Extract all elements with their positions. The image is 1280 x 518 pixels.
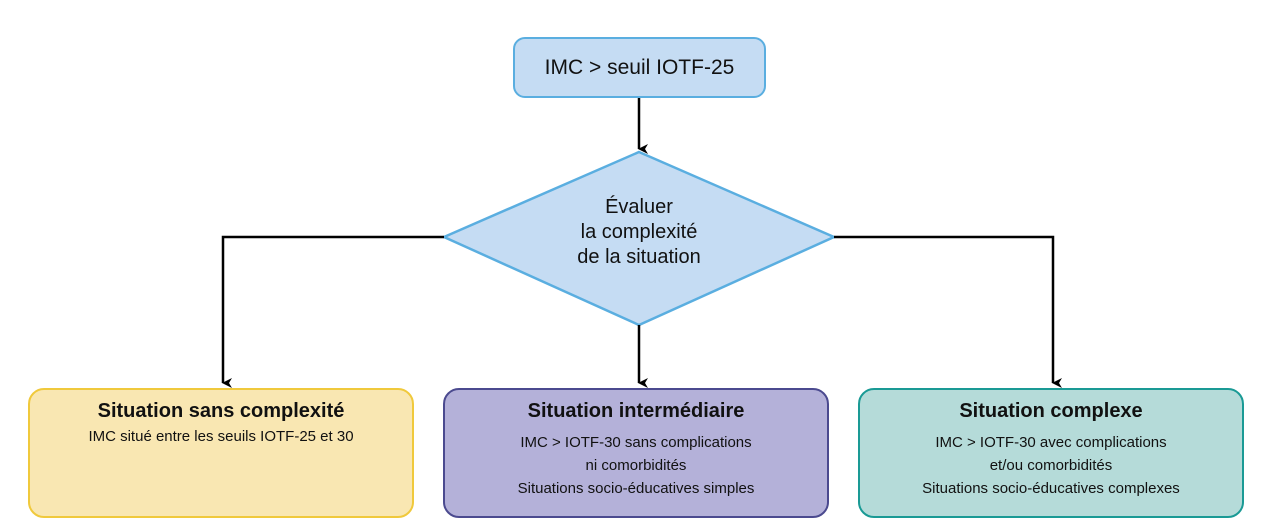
outcome-line: IMC situé entre les seuils IOTF-25 et 30 xyxy=(88,428,354,445)
start-node: IMC > seuil IOTF-25 xyxy=(513,37,766,98)
outcome-title: Situation sans complexité xyxy=(97,400,345,422)
outcome-line: IMC > IOTF-30 avec complications xyxy=(935,434,1167,451)
outcome-line: IMC > IOTF-30 sans complications xyxy=(520,434,752,451)
decision-line: Évaluer xyxy=(605,196,673,218)
decision-line: la complexité xyxy=(580,221,698,243)
decision-label: Évaluer la complexité de la situation xyxy=(539,195,739,270)
outcome-line: Situations socio-éducatives simples xyxy=(517,480,755,497)
outcome-line: Situations socio-éducatives complexes xyxy=(922,480,1180,497)
outcome-title: Situation intermédiaire xyxy=(527,400,745,422)
outcome-line: ni comorbidités xyxy=(585,457,687,474)
decision-line: de la situation xyxy=(577,246,701,268)
arrow-to-complex xyxy=(834,235,1062,388)
outcome-complex: Situation complexe IMC > IOTF-30 avec co… xyxy=(858,388,1244,518)
outcome-intermediate: Situation intermédiaire IMC > IOTF-30 sa… xyxy=(443,388,829,518)
outcome-simple: Situation sans complexité IMC situé entr… xyxy=(28,388,414,518)
flow-connectors xyxy=(221,98,1062,388)
arrow-to-simple xyxy=(221,235,444,388)
outcome-title: Situation complexe xyxy=(959,400,1143,422)
outcome-line: et/ou comorbidités xyxy=(989,457,1113,474)
start-label: IMC > seuil IOTF-25 xyxy=(544,55,735,79)
